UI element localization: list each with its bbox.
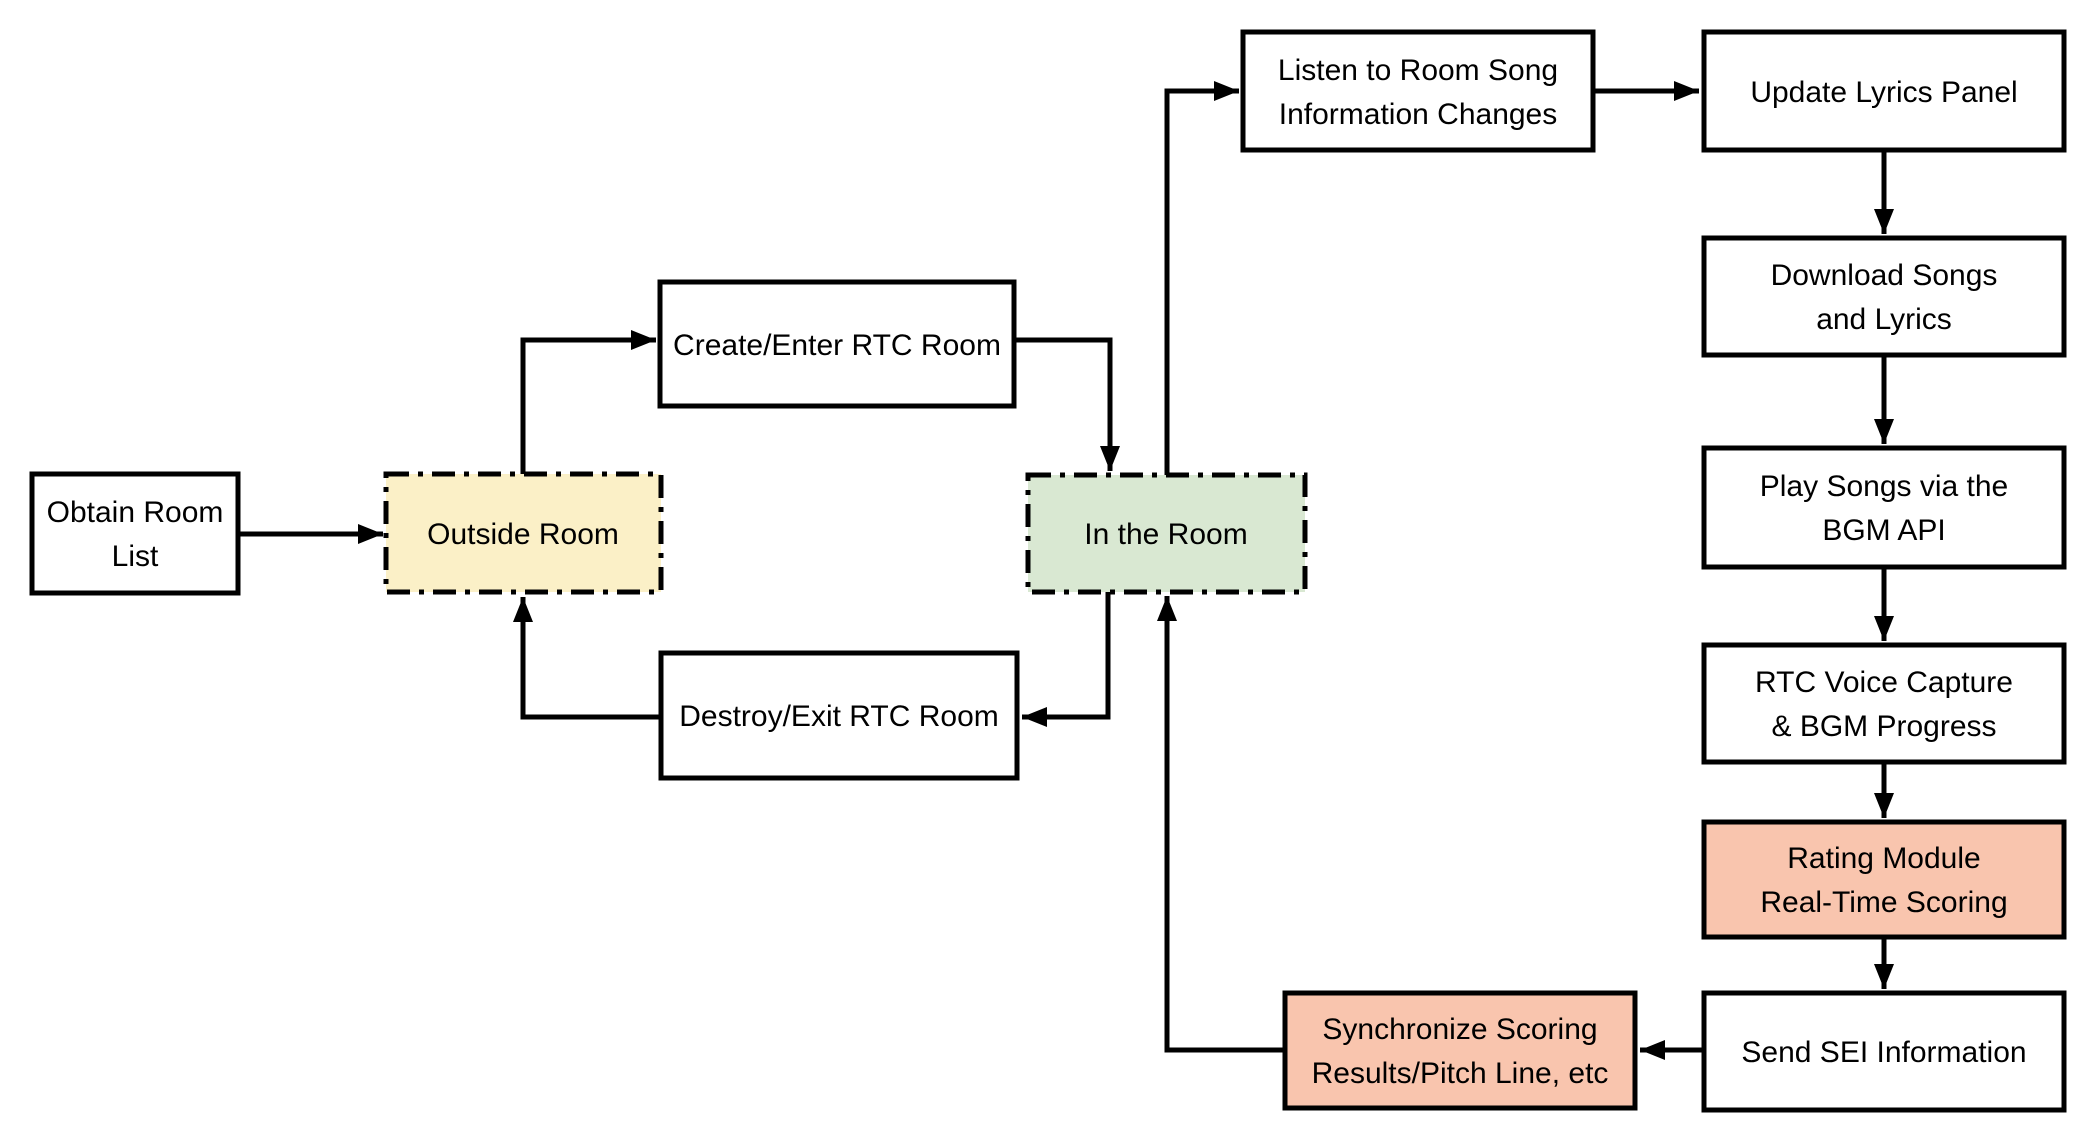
node-download-songs-box [1701,235,2067,358]
node-rating-module-label: Rating Module [1787,842,1980,875]
node-obtain-room-list-box [29,471,241,596]
node-rtc-voice-capture: RTC Voice Capture & BGM Progress [1701,642,2067,765]
node-rtc-voice-capture-label: RTC Voice Capture [1755,666,2013,699]
node-send-sei-label: Send SEI Information [1741,1036,2026,1069]
node-destroy-exit-rtc-room-box [658,650,1020,781]
node-rating-module-label2: Real-Time Scoring [1760,886,2007,919]
node-listen-room-song: Listen to Room Song Information Changes [1240,29,1596,153]
nodes-layer: Obtain Room List Outside Room Create/Ent… [29,29,2067,1113]
node-create-enter-rtc-room-box [657,279,1017,409]
node-download-songs-label: Download Songs [1771,259,1998,292]
node-rating-module: Rating Module Real-Time Scoring [1701,819,2067,940]
node-obtain-room-list-label: Obtain Room [47,496,224,529]
node-create-enter-rtc-room-label: Create/Enter RTC Room [673,329,1001,362]
node-update-lyrics-panel: Update Lyrics Panel [1701,29,2067,153]
node-obtain-room-list: Obtain Room List [29,471,241,596]
edge-create-to-inroom [1014,337,1120,471]
node-outside-room: Outside Room [383,471,664,595]
node-obtain-room-list-label2: List [112,540,159,573]
edges-layer [238,81,1894,1060]
node-update-lyrics-panel-box [1701,29,2067,153]
node-send-sei-box [1701,990,2067,1113]
node-synchronize-scoring-box [1282,990,1638,1111]
node-update-lyrics-panel-label: Update Lyrics Panel [1750,76,2017,109]
edge-sync-to-inroom [1157,596,1285,1053]
node-destroy-exit-rtc-room: Destroy/Exit RTC Room [658,650,1020,781]
edge-inroom-to-listen [1164,81,1239,475]
node-download-songs: Download Songs and Lyrics [1701,235,2067,358]
node-rtc-voice-capture-label2: & BGM Progress [1771,710,1996,743]
node-rtc-voice-capture-box [1701,642,2067,765]
node-listen-room-song-label: Listen to Room Song [1278,54,1558,87]
node-destroy-exit-rtc-room-label: Destroy/Exit RTC Room [679,700,999,733]
node-synchronize-scoring: Synchronize Scoring Results/Pitch Line, … [1282,990,1638,1111]
node-listen-room-song-box [1240,29,1596,153]
node-send-sei: Send SEI Information [1701,990,2067,1113]
node-in-the-room-box [1025,472,1308,595]
node-outside-room-box [383,471,664,595]
edge-outside-to-create [520,330,656,474]
node-download-songs-label2: and Lyrics [1816,303,1952,336]
node-in-the-room-label: In the Room [1084,518,1247,551]
node-synchronize-scoring-label: Synchronize Scoring [1322,1013,1597,1046]
node-outside-room-label: Outside Room [427,518,619,551]
node-rating-module-box [1701,819,2067,940]
node-play-songs-label2: BGM API [1822,514,1945,547]
node-synchronize-scoring-label2: Results/Pitch Line, etc [1312,1057,1609,1090]
node-play-songs: Play Songs via the BGM API [1701,445,2067,570]
node-play-songs-label: Play Songs via the [1760,470,2008,503]
node-play-songs-box [1701,445,2067,570]
node-create-enter-rtc-room: Create/Enter RTC Room [657,279,1017,409]
node-in-the-room: In the Room [1025,472,1308,595]
node-listen-room-song-label2: Information Changes [1279,98,1558,131]
edge-destroy-to-outside [513,597,661,720]
edge-inroom-to-destroy [1022,592,1111,727]
